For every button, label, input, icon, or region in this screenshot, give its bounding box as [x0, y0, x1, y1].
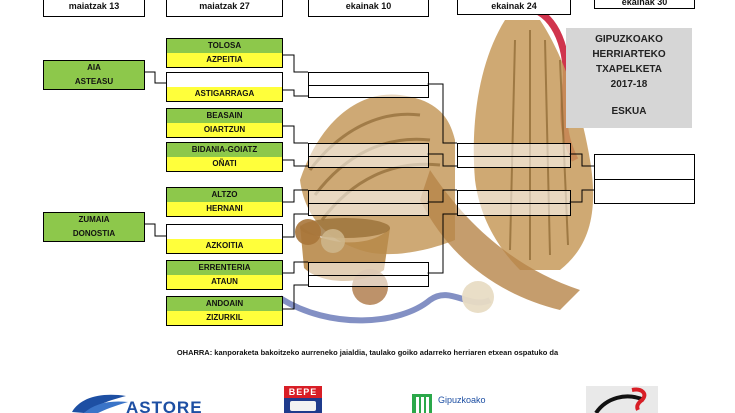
title-line-4: 2017-18 — [610, 79, 648, 90]
team-azkoitia: AZKOITIA — [166, 239, 283, 254]
quarterfinal-slot-3 — [308, 190, 429, 216]
semifinal-slot-1 — [457, 143, 571, 168]
team-hernani: HERNANI — [166, 202, 283, 217]
title-line-2: HERRIARTEKO — [592, 49, 666, 60]
team-zizurkil: ZIZURKIL — [166, 311, 283, 326]
team-ataun: ATAUN — [166, 275, 283, 290]
note-text: OHARRA: kanporaketa bakoitzeko aurreneko… — [176, 348, 559, 357]
team-beasain: BEASAIN — [166, 108, 283, 124]
team-asteasu: ASTEASU — [43, 75, 145, 90]
date-round-1: maiatzak 13 — [43, 0, 145, 17]
astore-logo-icon: ASTORE — [70, 390, 220, 413]
date-semifinal: ekainak 24 — [457, 0, 571, 15]
astore-logo-text: ASTORE — [126, 398, 203, 413]
team-bidania-goiatz: BIDANIA-GOIATZ — [166, 142, 283, 158]
bepe-logo-text: BEPE — [284, 386, 322, 398]
semifinal-slot-2 — [457, 190, 571, 216]
tournament-title-box: GIPUZKOAKO HERRIARTEKO TXAPELKETA 2017-1… — [566, 28, 692, 128]
team-altzo: ALTZO — [166, 187, 283, 203]
team-errenteria: ERRENTERIA — [166, 260, 283, 276]
date-final: ekainak 30 — [594, 0, 695, 9]
team-donostia: DONOSTIA — [43, 227, 145, 242]
title-line-3: TXAPELKETA — [596, 64, 662, 75]
team-astigarraga: ASTIGARRAGA — [166, 87, 283, 102]
federation-logo-icon — [586, 386, 658, 413]
team-onati: OÑATI — [166, 157, 283, 172]
team-zumaia: ZUMAIA — [43, 212, 145, 228]
team-empty-slot-1 — [166, 72, 283, 88]
bepe-logo-icon: BEPE — [284, 386, 322, 413]
gipuzkoa-logo-text: Gipuzkoako — [438, 395, 486, 405]
team-oiartzun: OIARTZUN — [166, 123, 283, 138]
team-empty-slot-2 — [166, 224, 283, 240]
title-line-5: ESKUA — [611, 106, 647, 117]
quarterfinal-slot-1 — [308, 72, 429, 98]
gipuzkoa-logo-icon: Gipuzkoako — [412, 392, 522, 413]
quarterfinal-slot-2 — [308, 143, 429, 168]
team-andoain: ANDOAIN — [166, 296, 283, 312]
date-quarterfinal: ekainak 10 — [308, 0, 429, 17]
date-round-2: maiatzak 27 — [166, 0, 283, 17]
team-azpeitia: AZPEITIA — [166, 53, 283, 68]
final-slot — [594, 154, 695, 204]
title-line-1: GIPUZKOAKO — [595, 34, 663, 45]
team-tolosa: TOLOSA — [166, 38, 283, 54]
quarterfinal-slot-4 — [308, 262, 429, 287]
team-aia: AIA — [43, 60, 145, 76]
